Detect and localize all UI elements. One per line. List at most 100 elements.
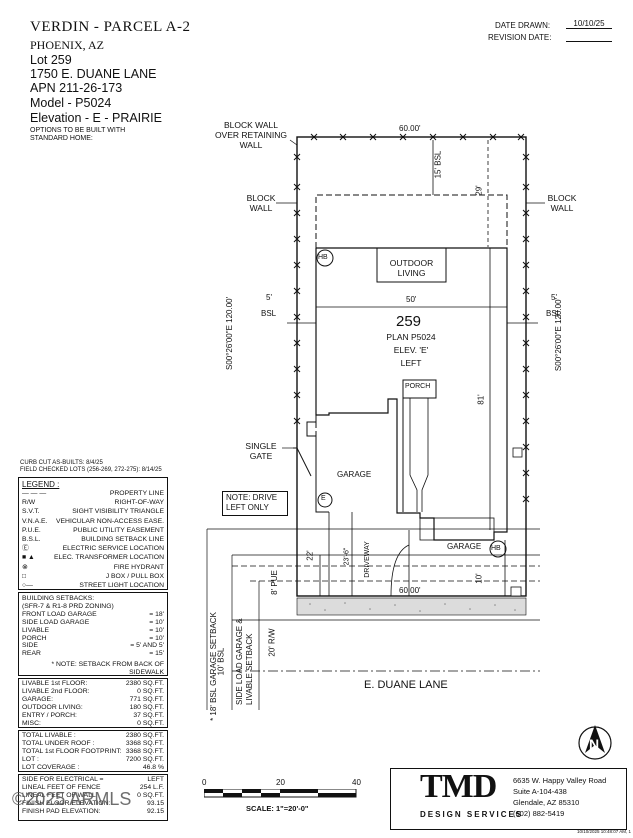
dim-10-right: 10': [474, 573, 484, 584]
area-row: LIVABLE 2nd FLOOR:0 SQ.FT.: [22, 688, 164, 696]
area-value: LEFT: [147, 776, 164, 783]
timestamp: 10/10/2025 10:48:07 AM, 1: [577, 829, 632, 834]
area-row: LINEAL FEET OF WALL 0 SQ.FT.: [22, 792, 164, 800]
legend-item: ■ ▲ ELEC. TRANSFORMER LOCATION: [22, 553, 164, 562]
area-key: GARAGE:: [22, 695, 53, 703]
area-row: TOTAL 1st FLOOR FOOTPRINT:3368 SQ.FT.: [22, 748, 164, 756]
scale-tick-20: 20: [276, 778, 285, 787]
setback-value: = 10': [149, 634, 164, 642]
setback-value: = 18': [149, 610, 164, 618]
dim-5-left: 5': [266, 293, 272, 302]
scale-tick-0: 0: [202, 778, 207, 787]
legend-text: J BOX / PULL BOX: [105, 572, 164, 580]
legend-symbol: S.V.T.: [22, 508, 40, 516]
area-row: LOT :7200 SQ.FT.: [22, 756, 164, 764]
project-title: VERDIN - PARCEL A-2: [30, 19, 191, 35]
scale-bar: [204, 789, 357, 798]
area-key: FINISH PAD ELEVATION:: [22, 807, 101, 815]
area-row: OUTDOOR LIVING:180 SQ.FT.: [22, 704, 164, 712]
legend-text: ELEC. TRANSFORMER LOCATION: [53, 554, 164, 562]
outdoor-living-box: [376, 247, 447, 283]
legend-text: ELECTRIC SERVICE LOCATION: [62, 545, 164, 553]
plan-name: PLAN P5024: [386, 332, 436, 342]
date-drawn: 10/10/25: [566, 19, 612, 29]
watermark: ©2025 ARMLS: [12, 789, 132, 809]
hose-bib-garage: [489, 540, 507, 558]
label-block-wall-left: BLOCK WALL: [246, 193, 276, 213]
scale-label: SCALE: 1"=20'-0": [246, 804, 309, 813]
legend-item: S.V.T.SIGHT VISIBILITY TRIANGLE: [22, 507, 164, 516]
dim-15-bsl: 15' BSL: [433, 150, 443, 179]
setback-key: FRONT LOAD GARAGE: [22, 610, 97, 618]
area-value: 254 L.F.: [139, 783, 164, 791]
plan-hand: LEFT: [400, 358, 422, 368]
legend-item: □J BOX / PULL BOX: [22, 572, 164, 581]
legend-symbol: ⊗: [22, 563, 28, 571]
area-key: TOTAL UNDER ROOF :: [22, 739, 95, 747]
side-load-label: SIDE LOAD GARAGE & LIVABLE SETBACK: [235, 618, 254, 705]
dim-bottom-60: 60.00': [399, 586, 421, 595]
setback-key: LIVABLE: [22, 626, 50, 634]
setback-value: = 15': [149, 650, 164, 658]
outdoor-living-label: OUTDOOR LIVING: [389, 258, 434, 278]
legend-text: RIGHT-OF-WAY: [114, 499, 164, 507]
area-key: SIDE FOR ELECTRICAL =: [22, 776, 104, 783]
legend-symbol: ■ ▲: [22, 554, 35, 562]
title-block: [390, 768, 627, 830]
legend-symbol: Ⓔ: [22, 545, 29, 553]
area-row: FINISH FLOOR ELEVATION:93.15: [22, 800, 164, 808]
street-name: E. DUANE LANE: [364, 679, 448, 691]
curb-note-1: CURB CUT AS-BUILTS: 8/4/25: [20, 460, 103, 466]
areas-box-3: SIDE FOR ELECTRICAL = LEFT LINEAL FEET OF …: [18, 774, 168, 821]
address: 1750 E. DUANE LANE: [30, 67, 157, 81]
area-key: MISC:: [22, 719, 41, 727]
house-outline: [315, 247, 508, 541]
area-value: 0 SQ.FT.: [137, 719, 164, 727]
dim-29: 29': [474, 185, 484, 196]
apn: APN 211-26-173: [30, 81, 123, 95]
area-value: 93.15: [146, 799, 164, 807]
area-value: 7200 SQ.FT.: [125, 755, 164, 763]
dim-8-pue: 8' PUE: [269, 570, 279, 595]
setbacks-title: BUILDING SETBACKS:: [22, 595, 95, 602]
legend-title: LEGEND :: [22, 480, 60, 489]
area-row: MISC: 0 SQ.FT.: [22, 720, 164, 728]
legend-text: STREET LIGHT LOCATION: [79, 582, 164, 590]
area-value: 3368 SQ.FT.: [125, 739, 164, 747]
setback-row: FRONT LOAD GARAGE = 18': [22, 611, 164, 619]
area-key: ENTRY / PORCH:: [22, 711, 77, 719]
area-row: GARAGE:771 SQ.FT.: [22, 696, 164, 704]
date-drawn-label: DATE DRAWN:: [495, 21, 551, 30]
label-block-wall-right: BLOCK WALL: [547, 193, 577, 213]
setback-key: PORCH: [22, 634, 47, 642]
area-row: LOT COVERAGE :46.8 %: [22, 764, 164, 772]
legend-item: — — —PROPERTY LINE: [22, 489, 164, 498]
legend-item: Ⓔ ELECTRIC SERVICE LOCATION: [22, 544, 164, 553]
porch-label: PORCH: [405, 383, 431, 390]
hose-bib-top: [316, 249, 334, 267]
setback-row: SIDE= 5' AND 5': [22, 642, 164, 650]
legend-item: B.S.L.BUILDING SETBACK LINE: [22, 535, 164, 544]
area-value: 2380 SQ.FT.: [125, 732, 164, 739]
setback-value: = 10': [149, 618, 164, 626]
dim-22: 22': [305, 550, 315, 561]
area-key: LINEAL FEET OF WALL: [22, 791, 96, 799]
options-note: OPTIONS TO BE BUILT WITH STANDARD HOME:: [30, 127, 126, 142]
lot-number-plan: 259: [396, 313, 422, 330]
revision-label: REVISION DATE:: [488, 33, 552, 42]
legend-symbol: R/W: [22, 499, 36, 507]
setbacks-box: BUILDING SETBACKS: (SFR-7 & R1-8 PRD ZON…: [18, 592, 168, 676]
legend-symbol: — — —: [22, 490, 47, 497]
area-value: 0 SQ.FT.: [137, 791, 164, 799]
legend-text: FIRE HYDRANT: [113, 563, 164, 571]
area-value: 2380 SQ.FT.: [125, 680, 164, 687]
area-key: OUTDOOR LIVING:: [22, 703, 83, 711]
north-arrow-icon: N: [578, 725, 612, 760]
city: PHOENIX, AZ: [30, 38, 104, 52]
area-row: SIDE FOR ELECTRICAL = LEFT: [22, 776, 164, 784]
legend-text: BUILDING SETBACK LINE: [81, 536, 164, 544]
dim-5-right: 5': [551, 293, 557, 302]
